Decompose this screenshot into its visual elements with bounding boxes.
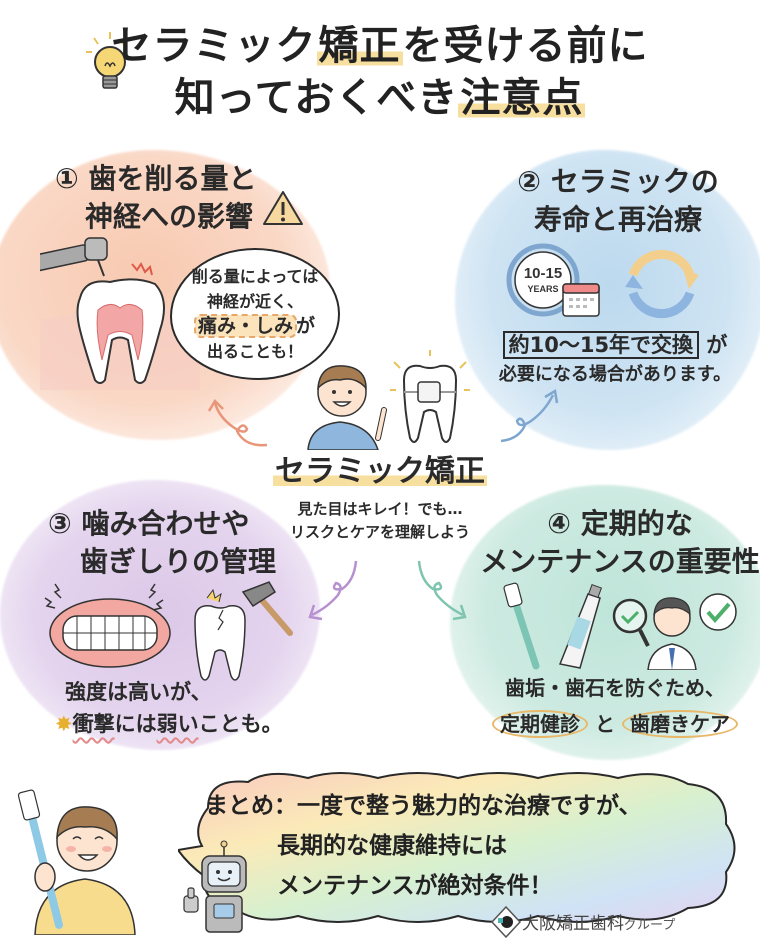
clock-calendar-icon: 10-15 YEARS bbox=[506, 243, 600, 317]
center-subtitle: 見た目はキレイ！でも… リスクとケアを理解しよう bbox=[289, 500, 470, 541]
section-2-title: ② セラミックの 寿命と再治療 bbox=[517, 165, 719, 236]
grinding-teeth-and-hammer-icon bbox=[44, 581, 293, 681]
arrow-to-section-3 bbox=[308, 560, 358, 621]
maintenance-icons bbox=[503, 582, 737, 670]
section-4-title: ④ 定期的な メンテナンスの重要性 bbox=[480, 507, 760, 578]
title-line-2: 知っておくべき注意点 bbox=[174, 75, 586, 121]
center-title: セラミック矯正 bbox=[273, 454, 487, 489]
arrow-to-section-4 bbox=[417, 560, 467, 621]
lifespan-box: 約10〜15年で交換 bbox=[502, 331, 700, 359]
dentist-icon bbox=[647, 597, 697, 670]
summary-cloud-bubble bbox=[178, 772, 736, 923]
drilled-tooth-icon bbox=[40, 237, 200, 390]
warning-icon bbox=[263, 191, 303, 225]
clinic-logo-icon bbox=[490, 905, 522, 939]
title-highlight: 注意点 bbox=[458, 75, 586, 121]
toothbrush-icon bbox=[503, 582, 540, 670]
section-3-text: 強度は高いが、 ✸衝撃には弱いことも。 bbox=[55, 680, 283, 736]
section-1-title: ① 歯を削る量と 神経への影響 bbox=[55, 162, 257, 233]
clinic-logo-text: 大阪矯正歯科グループ bbox=[522, 914, 676, 934]
renewal-cycle-icon bbox=[625, 249, 699, 319]
page-title: セラミック矯正を受ける前に 知っておくべき注意点 bbox=[0, 20, 760, 124]
section-3-title: ③ 噛み合わせや 歯ぎしりの管理 bbox=[48, 507, 277, 578]
svg-text:10-15: 10-15 bbox=[524, 265, 562, 282]
boy-with-toothbrush-illustration bbox=[17, 789, 136, 935]
checkup-oval: 定期健診 bbox=[492, 710, 589, 738]
check-bubble-icon bbox=[699, 593, 737, 631]
impact-word: 衝撃 bbox=[72, 712, 115, 736]
title-highlight: 矯正 bbox=[316, 23, 403, 69]
impact-icon: ✸ bbox=[55, 712, 73, 736]
title-line-1: セラミック矯正を受ける前に bbox=[111, 23, 649, 69]
magnifier-check-icon bbox=[612, 598, 650, 647]
toothpaste-icon bbox=[558, 583, 603, 669]
svg-text:YEARS: YEARS bbox=[527, 284, 558, 294]
section-4-text: 歯垢・歯石を防ぐため、 定期健診 と 歯磨きケア bbox=[470, 670, 760, 742]
lightbulb-icon bbox=[86, 32, 127, 89]
speech-bubble-nerve: 削る量によっては 神経が近く、 痛み・しみが 出ることも！ bbox=[170, 248, 340, 380]
section-2-text: 約10〜15年で交換 が 必要になる場合があります。 bbox=[498, 331, 732, 385]
boy-pointing-illustration bbox=[307, 365, 387, 450]
summary-text: まとめ：一度で整う魅力的な治療ですが、 長期的な健康維持には メンテナンスが絶対… bbox=[205, 793, 642, 899]
section-2-background bbox=[455, 150, 760, 450]
arrow-to-section-2 bbox=[500, 388, 559, 443]
robot-thumbs-up-illustration bbox=[183, 840, 247, 933]
pain-highlight: 痛み・しみ bbox=[193, 314, 298, 338]
braced-tooth-icon bbox=[390, 350, 470, 443]
weak-word: 弱い bbox=[156, 712, 199, 736]
arrow-to-section-1 bbox=[207, 398, 268, 447]
brushing-oval: 歯磨きケア bbox=[621, 710, 738, 738]
